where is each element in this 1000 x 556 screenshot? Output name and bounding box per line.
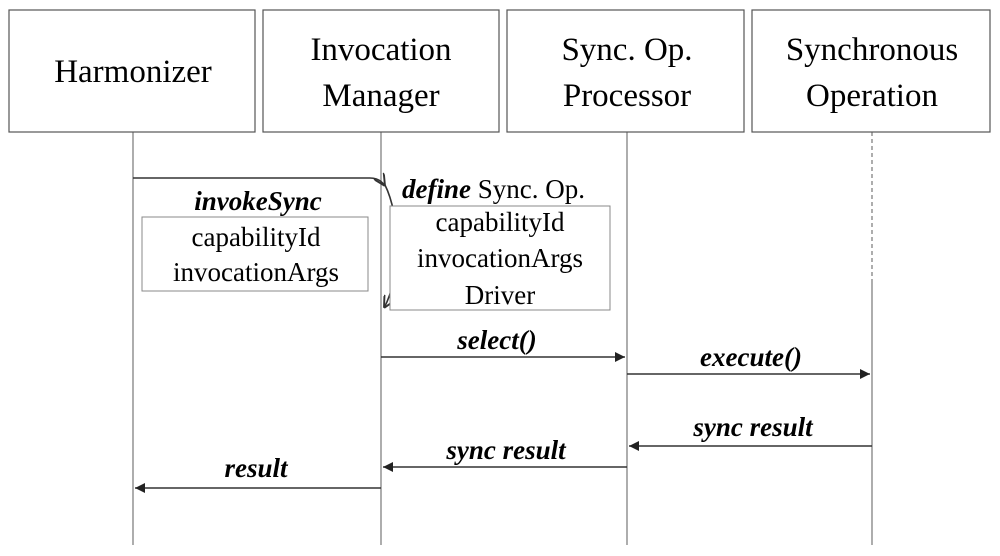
participant-harmonizer-label: Harmonizer [54, 54, 212, 90]
participant-harmonizer: Harmonizer [8, 9, 256, 133]
invoke-sync-arrow [133, 178, 385, 186]
participant-synchronous-operation-label-line2: Operation [806, 78, 938, 114]
participant-sync-op-processor-label-line1: Sync. Op. [561, 32, 692, 68]
invoke-args-line2: invocationArgs [173, 257, 339, 287]
execute-label: execute() [700, 342, 802, 372]
invoke-args-line1: capabilityId [192, 222, 321, 252]
invoke-sync-label: invokeSync [194, 186, 322, 216]
define-label: define Sync. Op. [402, 174, 585, 204]
define-args-line2: invocationArgs [417, 243, 583, 273]
result-label: result [224, 453, 289, 483]
participant-invocation-manager-label-line2: Manager [322, 78, 439, 114]
invoke-args-note [141, 216, 369, 292]
define-target: Sync. Op. [471, 174, 585, 204]
participant-sync-op-processor: Sync. Op. Processor [506, 9, 745, 133]
define-args-line1: capabilityId [436, 207, 565, 237]
participant-sync-op-processor-label-line2: Processor [563, 78, 691, 114]
participant-invocation-manager-label-line1: Invocation [310, 32, 451, 68]
define-args-line3: Driver [465, 280, 535, 310]
sync-result-2-label: sync result [445, 435, 567, 465]
define-keyword: define [402, 174, 471, 204]
select-label: select() [456, 325, 536, 355]
participant-invocation-manager: Invocation Manager [262, 9, 500, 133]
sync-result-1-label: sync result [692, 412, 814, 442]
participant-synchronous-operation-label-line1: Synchronous [786, 32, 958, 68]
participant-synchronous-operation: Synchronous Operation [751, 9, 991, 133]
define-args-note [389, 205, 611, 311]
